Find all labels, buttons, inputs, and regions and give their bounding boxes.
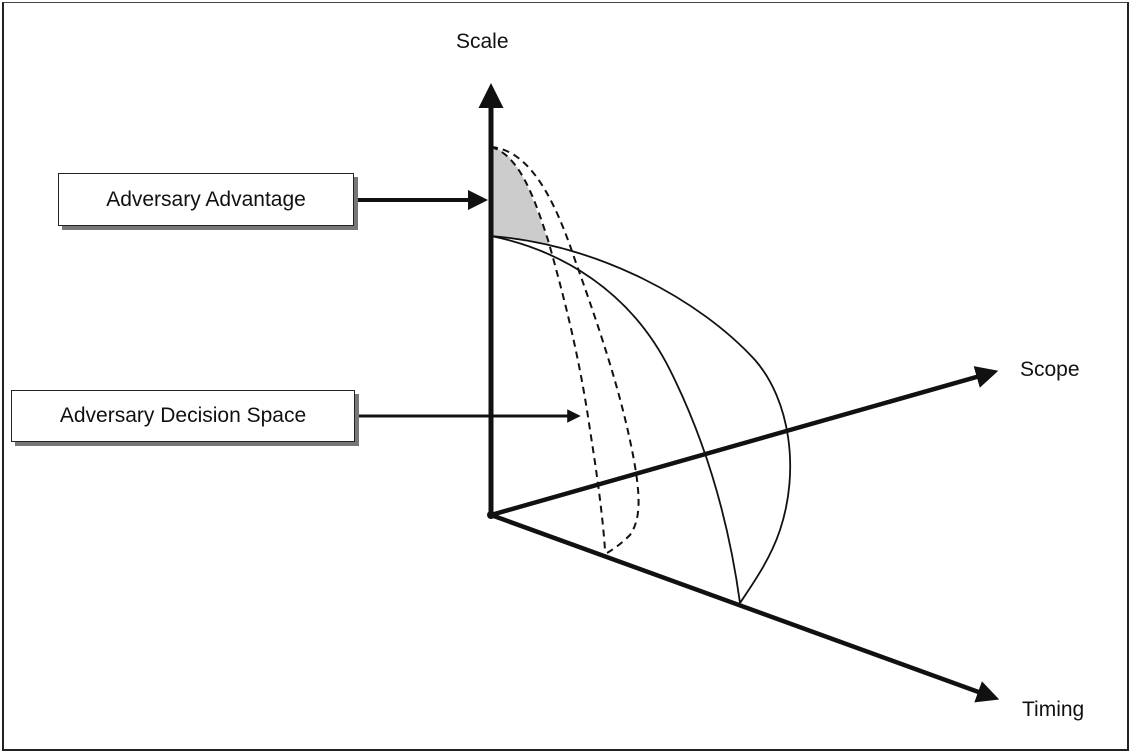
scale-axis-label: Scale (456, 30, 509, 53)
scope-axis (490, 366, 999, 518)
adversary-advantage-callout: Adversary Advantage (58, 173, 354, 226)
adversary-decision-space-callout: Adversary Decision Space (11, 390, 355, 442)
solid-curve-inner (490, 235, 741, 604)
origin-point (487, 511, 495, 519)
dashed-curve-inner (490, 146, 606, 551)
solid-curve-outer (490, 235, 792, 604)
scope-axis-label: Scope (1020, 358, 1080, 381)
timing-axis (490, 512, 1000, 703)
adversary-advantage-region (491, 147, 550, 245)
dashed-curve-outer (490, 146, 640, 554)
timing-axis-label: Timing (1022, 698, 1085, 721)
